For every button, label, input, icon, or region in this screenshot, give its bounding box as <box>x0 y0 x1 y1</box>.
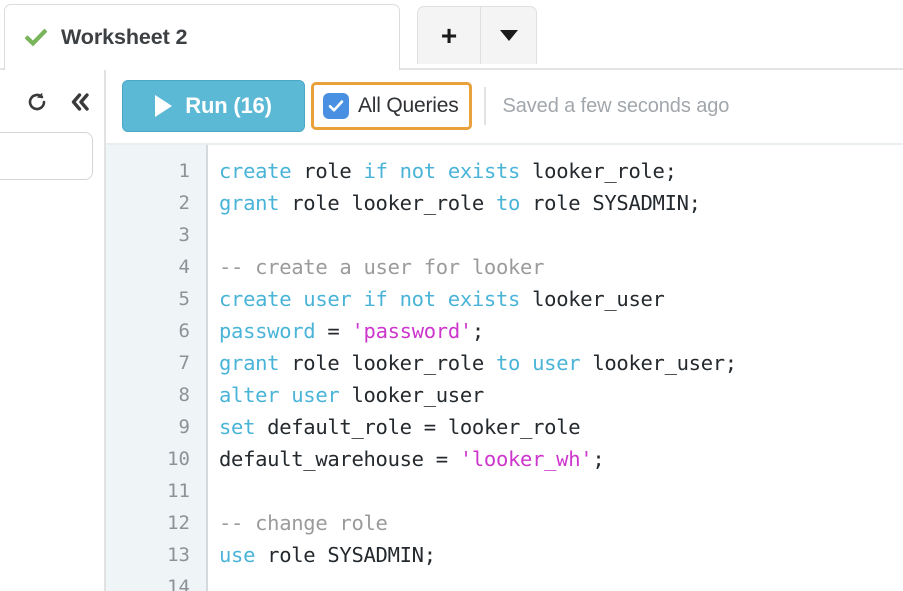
code-token: -- change role <box>219 511 388 535</box>
editor-top-border <box>106 143 903 145</box>
code-line[interactable]: -- change role <box>219 507 903 539</box>
code-line[interactable] <box>219 475 903 507</box>
code-token: ; <box>592 447 605 471</box>
line-number: 7 <box>178 352 190 374</box>
code-token: role SYSADMIN; <box>520 191 701 215</box>
code-token: use <box>219 543 256 567</box>
line-number: 4 <box>178 256 190 278</box>
code-line[interactable]: alter user looker_user <box>219 379 903 411</box>
code-token: looker_user <box>520 287 665 311</box>
code-token: role SYSADMIN; <box>255 543 436 567</box>
run-button-label: Run (16) <box>185 93 272 118</box>
left-panel-divider <box>104 70 106 591</box>
refresh-icon[interactable] <box>24 89 50 115</box>
code-token: create user if not exists <box>219 287 521 311</box>
code-line[interactable]: -- create a user for looker <box>219 251 903 283</box>
code-token: set <box>219 415 256 439</box>
code-token: = <box>315 319 352 343</box>
line-number: 12 <box>167 512 190 534</box>
gutter-divider <box>206 145 208 591</box>
code-token: looker_role; <box>520 159 677 183</box>
line-number: 5 <box>178 288 190 310</box>
code-token: alter user <box>219 383 340 407</box>
code-line[interactable]: use role SYSADMIN; <box>219 539 903 571</box>
line-number: 13 <box>167 544 190 566</box>
code-line[interactable] <box>219 219 903 251</box>
code-line[interactable]: default_warehouse = 'looker_wh'; <box>219 443 903 475</box>
play-icon <box>155 95 173 117</box>
code-token: role <box>291 159 364 183</box>
left-panel <box>0 70 106 591</box>
all-queries-label: All Queries <box>358 94 459 117</box>
editor-toolbar: Run (16) All Queries Saved a few seconds… <box>106 70 903 142</box>
line-number: 8 <box>178 384 190 406</box>
tab-bar: Worksheet 2 + <box>0 0 903 70</box>
code-token: looker_user; <box>580 351 737 375</box>
saved-status: Saved a few seconds ago <box>502 94 730 117</box>
code-line[interactable]: password = 'password'; <box>219 315 903 347</box>
code-token: role looker_role <box>279 351 496 375</box>
code-area[interactable]: create role if not exists looker_role;gr… <box>208 145 903 591</box>
line-number: 9 <box>178 416 190 438</box>
code-line[interactable]: grant role looker_role to role SYSADMIN; <box>219 187 903 219</box>
code-token: -- create a user for looker <box>219 255 545 279</box>
tab-title: Worksheet 2 <box>61 25 188 49</box>
add-worksheet-button[interactable]: + <box>417 6 481 64</box>
code-token: default_role = looker_role <box>255 415 581 439</box>
chevron-down-icon <box>499 30 518 41</box>
code-token: if not exists <box>363 159 521 183</box>
run-button[interactable]: Run (16) <box>122 80 305 132</box>
line-number: 2 <box>178 192 190 214</box>
code-token: 'password' <box>351 319 472 343</box>
tab-worksheet-2[interactable]: Worksheet 2 <box>4 4 400 70</box>
code-token: default_warehouse = <box>219 447 460 471</box>
line-number: 10 <box>167 448 190 470</box>
code-line[interactable]: create role if not exists looker_role; <box>219 155 903 187</box>
code-line[interactable]: create user if not exists looker_user <box>219 283 903 315</box>
plus-icon: + <box>440 19 458 51</box>
code-line[interactable]: set default_role = looker_role <box>219 411 903 443</box>
code-line[interactable]: grant role looker_role to user looker_us… <box>219 347 903 379</box>
line-number: 1 <box>178 160 190 182</box>
tab-bar-underline <box>0 68 903 70</box>
left-panel-search-box[interactable] <box>0 132 93 180</box>
all-queries-checkbox[interactable] <box>323 93 349 119</box>
toolbar-separator <box>483 87 486 125</box>
code-token: create <box>219 159 292 183</box>
line-number: 6 <box>178 320 190 342</box>
tab-controls: + <box>417 6 537 64</box>
left-panel-toolbar <box>0 78 105 126</box>
code-token: to <box>495 191 521 215</box>
line-number: 14 <box>167 576 190 591</box>
line-number: 11 <box>167 480 190 502</box>
code-token: to user <box>495 351 581 375</box>
code-token: grant <box>219 351 280 375</box>
all-queries-toggle[interactable]: All Queries <box>311 82 472 130</box>
code-token: role looker_role <box>279 191 496 215</box>
code-token: grant <box>219 191 280 215</box>
worksheet-menu-button[interactable] <box>481 6 537 64</box>
code-token: looker_user <box>339 383 484 407</box>
check-icon <box>25 27 47 49</box>
line-number: 3 <box>178 224 190 246</box>
code-token: password <box>219 319 316 343</box>
chevron-double-left-icon[interactable] <box>67 89 93 115</box>
code-token: 'looker_wh' <box>459 447 593 471</box>
code-token: ; <box>471 319 484 343</box>
code-line[interactable] <box>219 571 903 591</box>
